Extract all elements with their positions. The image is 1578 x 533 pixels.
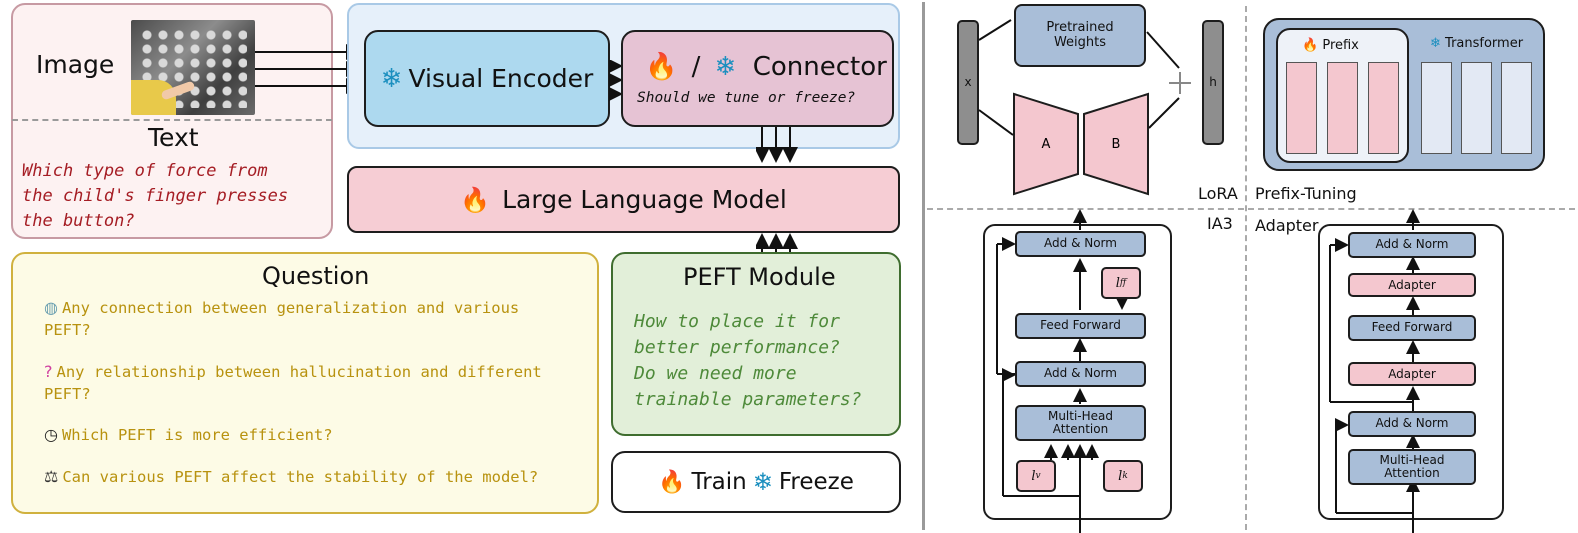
legend-box: 🔥 Train ❄ Freeze — [611, 451, 901, 513]
flame-icon: 🔥 — [645, 52, 678, 82]
connector-label: Connector — [752, 52, 887, 82]
flame-icon: 🔥 — [1302, 38, 1319, 53]
prefix-token-1 — [1286, 62, 1317, 154]
question-panel — [11, 252, 599, 514]
ia3-multi-head-attention: Multi-Head Attention — [1015, 405, 1146, 441]
visual-encoder-label: Visual Encoder — [408, 64, 594, 93]
flame-icon: 🔥 — [658, 469, 686, 495]
scales-icon: ⚖ — [44, 467, 59, 486]
text-question-line-1: Which type of force from — [22, 161, 268, 181]
transformer-token-3 — [1501, 62, 1532, 154]
prefix-token-2 — [1327, 62, 1358, 154]
adapter-box-bottom: Adapter — [1348, 362, 1476, 386]
prefix-label: Prefix — [1322, 38, 1359, 53]
legend-train: Train — [691, 469, 747, 495]
question-title: Question — [262, 262, 370, 290]
flame-icon: 🔥 — [460, 185, 491, 214]
peft-module-panel — [611, 252, 901, 436]
adapter-add-norm-top: Add & Norm — [1348, 232, 1476, 258]
text-label: Text — [148, 123, 199, 152]
peft-to-llm-arrows — [756, 233, 798, 252]
visual-encoder-box: ❄ Visual Encoder — [364, 30, 610, 127]
elevator-photo — [131, 20, 255, 115]
adapter-label: Adapter — [1255, 216, 1319, 235]
pretrained-weights-box: Pretrained Weights — [1014, 4, 1146, 67]
question-mark-icon: ? — [44, 362, 53, 381]
transformer-token-1 — [1421, 62, 1452, 154]
adapter-box-top: Adapter — [1348, 273, 1476, 297]
question-item-2: ?Any relationship between hallucination … — [44, 362, 542, 403]
adapter-flow-lines — [1329, 209, 1420, 533]
lora-x-bar: x — [957, 20, 979, 145]
peft-line-4: trainable parameters? — [634, 389, 862, 410]
image-to-encoder-arrows — [255, 44, 362, 94]
connector-box: 🔥 / ❄ Connector Should we tune or freeze… — [621, 30, 894, 127]
snowflake-icon: ❄ — [1430, 36, 1441, 51]
svg-text:B: B — [1112, 137, 1121, 152]
encoder-to-connector-arrows — [609, 60, 623, 102]
right-vertical-dashed — [1245, 6, 1247, 530]
question-item-3: ◷Which PEFT is more efficient? — [44, 424, 589, 447]
transformer-token-2 — [1461, 62, 1492, 154]
question-item-1: ◍Any connection between generalization a… — [44, 298, 520, 339]
adapter-multi-head-attention: Multi-Head Attention — [1348, 449, 1476, 485]
prefix-group: 🔥 Prefix — [1276, 28, 1409, 163]
ia3-feed-forward: Feed Forward — [1015, 313, 1146, 339]
snowflake-icon: ❄ — [380, 63, 403, 94]
panel-divider — [922, 2, 925, 530]
peft-line-2: better performance? — [634, 337, 840, 358]
lora-h-bar: h — [1202, 20, 1224, 145]
text-question-line-3: the button? — [22, 211, 135, 231]
lora-a-matrix: A — [1013, 92, 1079, 196]
image-label: Image — [36, 50, 115, 79]
lora-b-matrix: B — [1083, 92, 1149, 196]
prefix-token-3 — [1368, 62, 1399, 154]
lora-connections — [978, 19, 1191, 136]
peft-line-3: Do we need more — [634, 363, 797, 384]
right-horizontal-dashed — [927, 208, 1575, 210]
prefix-tuning-label: Prefix-Tuning — [1255, 184, 1357, 203]
text-question-line-2: the child's finger presses — [22, 186, 289, 206]
adapter-feed-forward: Feed Forward — [1348, 315, 1476, 341]
legend-freeze: Freeze — [778, 469, 854, 495]
peft-title: PEFT Module — [683, 263, 836, 291]
adapter-add-norm-bottom: Add & Norm — [1348, 411, 1476, 437]
ia3-add-norm-top: Add & Norm — [1015, 231, 1146, 257]
connector-to-llm-arrows — [756, 127, 798, 163]
question-item-4: ⚖Can various PEFT affect the stability o… — [44, 466, 589, 489]
divider-dashed — [12, 119, 332, 121]
ia3-add-norm-bottom: Add & Norm — [1015, 361, 1146, 387]
brain-icon: ◍ — [44, 298, 58, 317]
llm-label: Large Language Model — [502, 185, 787, 214]
transformer-label: Transformer — [1445, 36, 1524, 51]
snowflake-icon: ❄ — [714, 52, 737, 82]
svg-text:A: A — [1042, 137, 1051, 152]
lora-label: LoRA — [1198, 184, 1238, 203]
snowflake-icon: ❄ — [752, 468, 773, 496]
llm-box: 🔥 Large Language Model — [347, 166, 900, 233]
ia3-label: IA3 — [1207, 214, 1233, 233]
clock-icon: ◷ — [44, 425, 58, 444]
peft-line-1: How to place it for — [634, 311, 840, 332]
connector-subtitle: Should we tune or freeze? — [637, 90, 856, 106]
connector-separator: / — [691, 52, 701, 82]
